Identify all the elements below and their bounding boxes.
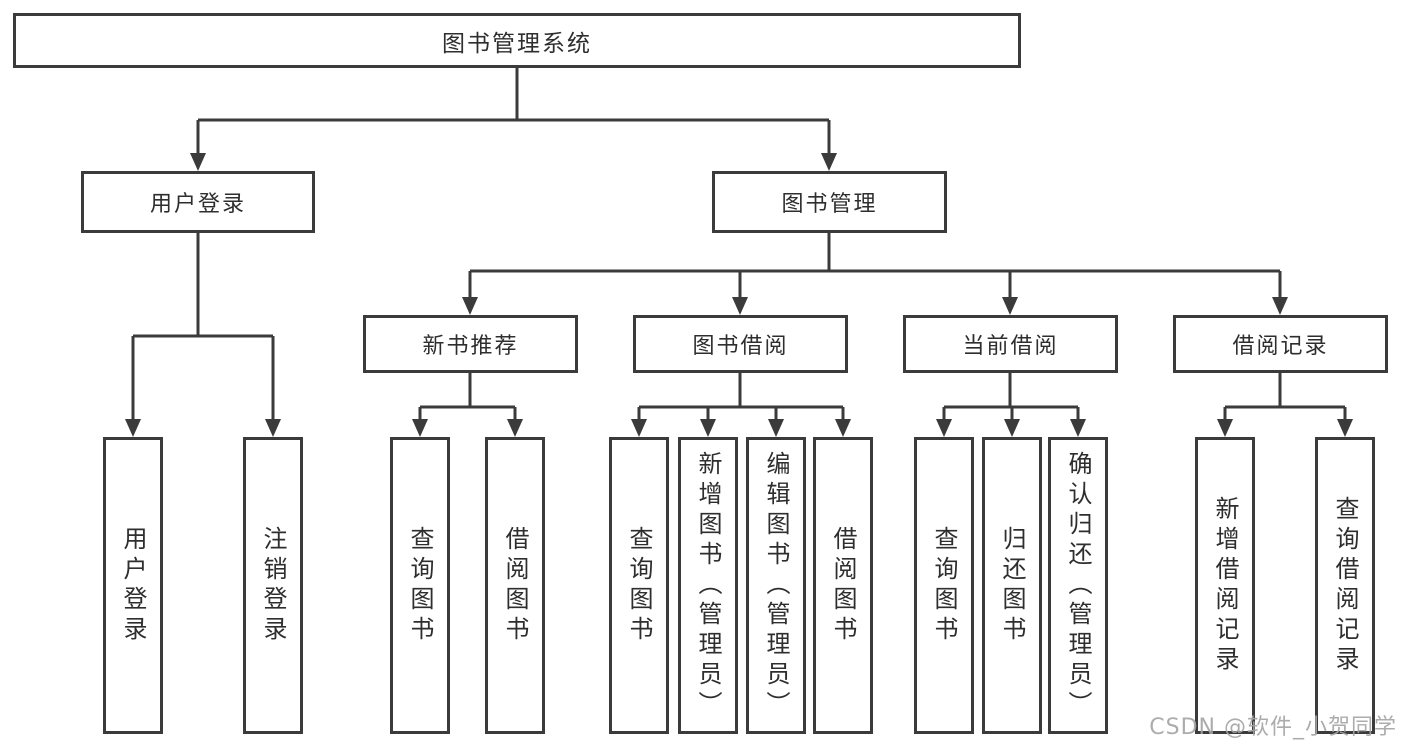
node-leaf-borrow-book: 借阅图书 [813, 437, 873, 734]
connector-borrow-records-children [1217, 373, 1353, 437]
csdn-watermark: CSDN @软件_小贺同学 [1149, 715, 1397, 740]
node-leaf-user-login: 用户登录 [103, 437, 163, 734]
node-book-borrow: 图书借阅 [633, 315, 848, 373]
node-leaf-confirm-return-admin: 确认归还（管理员） [1048, 437, 1108, 734]
connector-book-management-children [462, 233, 1288, 315]
node-book-management-branch: 图书管理 [712, 171, 947, 233]
node-leaf-query-book-recommend: 查询图书 [390, 437, 450, 734]
node-leaf-query-book-borrow: 查询图书 [609, 437, 669, 734]
connector-current-borrow-children [936, 373, 1086, 437]
connector-new-book-recommend-children [412, 373, 523, 437]
node-new-book-recommend: 新书推荐 [363, 315, 578, 373]
node-leaf-logout: 注销登录 [243, 437, 303, 734]
connector-user-login-children [125, 233, 281, 437]
node-leaf-query-book-current: 查询图书 [914, 437, 974, 734]
node-borrow-records: 借阅记录 [1173, 315, 1388, 373]
node-user-login-branch: 用户登录 [81, 171, 315, 233]
node-leaf-borrow-book-recommend: 借阅图书 [485, 437, 545, 734]
connector-root-to-branches [190, 68, 837, 171]
node-leaf-query-borrow-record: 查询借阅记录 [1315, 437, 1375, 734]
node-current-borrow: 当前借阅 [903, 315, 1118, 373]
connector-book-borrow-children [631, 373, 851, 437]
node-leaf-add-book-admin: 新增图书（管理员） [678, 437, 738, 734]
node-root-library-system: 图书管理系统 [13, 13, 1021, 68]
node-leaf-edit-book-admin: 编辑图书（管理员） [746, 437, 806, 734]
node-leaf-return-book: 归还图书 [982, 437, 1042, 734]
node-leaf-add-borrow-record: 新增借阅记录 [1195, 437, 1255, 734]
